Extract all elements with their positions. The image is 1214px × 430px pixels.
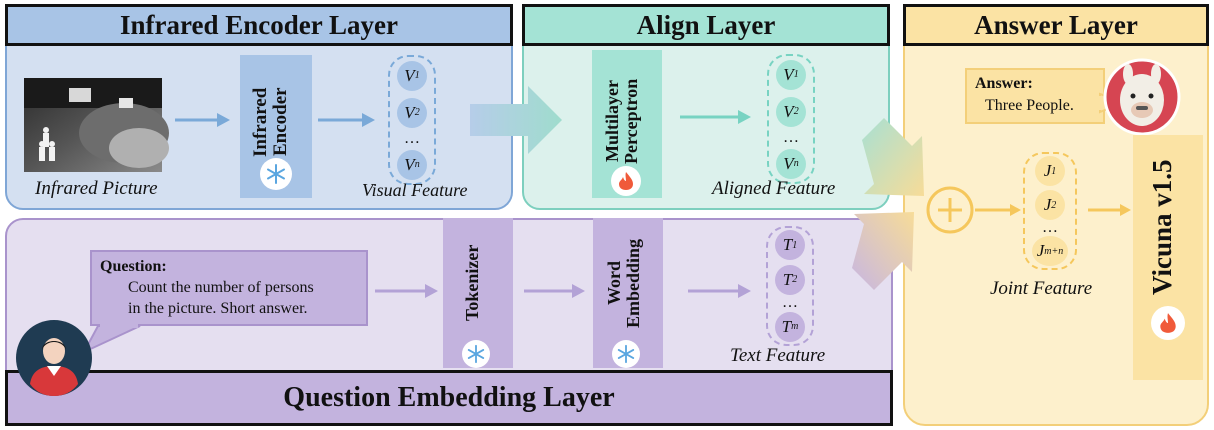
arrow-visual-to-align xyxy=(470,86,562,154)
vicuna-block: Vicuna v1.5 xyxy=(1133,135,1203,380)
ellipsis: … xyxy=(1042,219,1058,236)
vicuna-label: Vicuna v1.5 xyxy=(1147,159,1177,295)
arrow-fusion-to-joint xyxy=(975,204,1021,216)
snowflake-icon xyxy=(612,340,640,368)
snowflake-icon xyxy=(462,340,490,368)
answer-title: Answer: xyxy=(975,75,1033,92)
arrow-joint-to-vicuna xyxy=(1088,204,1131,216)
question-embedding-header: Question Embedding Layer xyxy=(5,370,893,426)
ellipsis: … xyxy=(404,129,420,147)
answer-header: Answer Layer xyxy=(903,4,1209,46)
user-avatar-icon xyxy=(16,320,92,396)
mlp-label: Multilayer Perceptron xyxy=(602,78,641,164)
question-line-2: in the picture. Short answer. xyxy=(128,300,308,317)
ellipsis: … xyxy=(783,128,799,146)
infrared-encoder-label: Infrared Encoder xyxy=(250,87,291,157)
question-title: Question: xyxy=(100,258,167,275)
arrow-picture-to-encoder xyxy=(175,113,230,127)
question-line-1: Count the number of persons xyxy=(128,279,314,296)
infrared-encoder-header: Infrared Encoder Layer xyxy=(5,4,513,46)
arrow-embedding-to-text xyxy=(688,284,751,298)
text-feature-caption: Text Feature xyxy=(730,345,826,366)
word-embedding-label: Word Embedding xyxy=(604,238,643,328)
ellipsis: … xyxy=(782,294,798,312)
plus-circle-icon xyxy=(926,186,974,234)
question-bubble-tail xyxy=(81,324,141,355)
answer-bubble: Answer: Three People. xyxy=(965,68,1105,124)
answer-text: Three People. xyxy=(985,97,1074,114)
arrow-text-to-fusion xyxy=(852,212,914,290)
tokenizer-label: Tokenizer xyxy=(462,244,482,322)
infrared-picture xyxy=(24,78,169,172)
arrow-tokenizer-to-embedding xyxy=(524,284,585,298)
llama-avatar-icon xyxy=(1103,58,1181,136)
aligned-feature-caption: Aligned Feature xyxy=(712,178,836,199)
snowflake-icon xyxy=(260,158,292,190)
joint-feature-caption: Joint Feature xyxy=(990,278,1093,299)
flame-icon xyxy=(1151,306,1185,340)
arrow-mlp-to-aligned xyxy=(680,110,751,124)
question-bubble: Question: Count the number of persons in… xyxy=(90,250,368,326)
arrow-question-to-tokenizer xyxy=(375,284,438,298)
visual-feature-caption: Visual Feature xyxy=(362,180,468,200)
flame-icon xyxy=(611,166,641,196)
infrared-picture-caption: Infrared Picture xyxy=(35,178,158,199)
align-header: Align Layer xyxy=(522,4,890,46)
arrow-encoder-to-visual xyxy=(318,113,375,127)
arrow-align-to-fusion xyxy=(862,118,924,196)
